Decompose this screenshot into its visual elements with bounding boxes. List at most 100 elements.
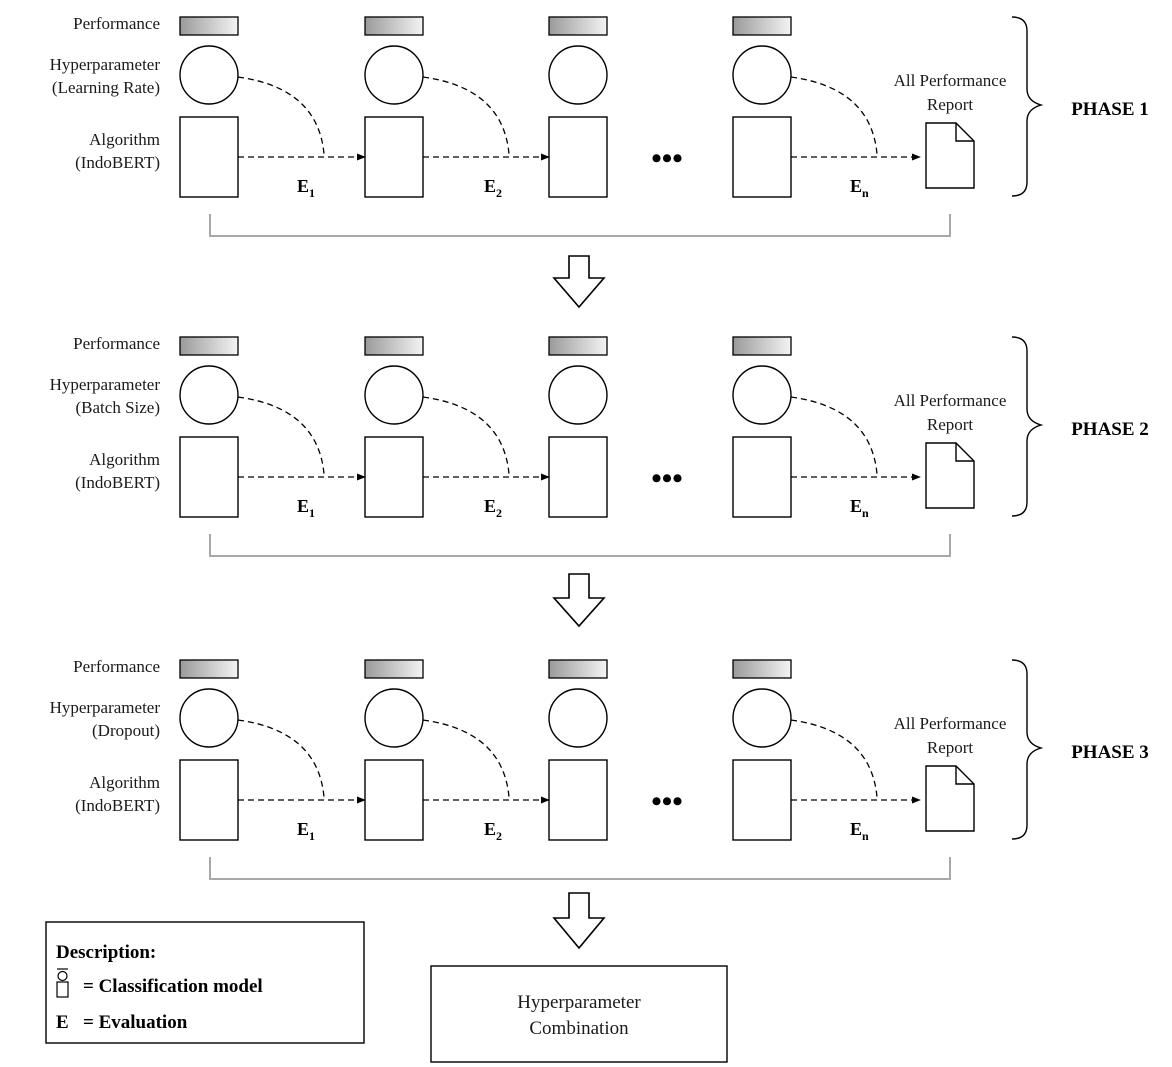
evaluation-subscript: 1 [309, 186, 315, 200]
hyperparameter-circle [179, 365, 239, 425]
evaluation-label: E1 [297, 496, 315, 520]
phase-label: PHASE 1 [1071, 99, 1149, 120]
evaluation-label: E2 [484, 496, 502, 520]
report-label-line-1: All Performance [894, 71, 1007, 90]
performance-bar [548, 659, 608, 679]
row-label-algorithm_detail: (IndoBERT) [75, 153, 160, 172]
down-arrow-icon [552, 892, 606, 950]
row-label-performance: Performance [73, 334, 160, 353]
performance-bar [732, 659, 792, 679]
phase-bottom-bracket [209, 534, 951, 557]
hyperparameter-circle [364, 45, 424, 105]
hyperparameter-feedback-curve [422, 396, 510, 475]
report-label-line-2: Report [927, 415, 974, 434]
algorithm-box [732, 759, 792, 841]
legend-item-classification-model: = Classification model [83, 976, 263, 997]
evaluation-subscript: n [862, 829, 869, 843]
evaluation-subscript: 2 [496, 506, 502, 520]
performance-bar [364, 16, 424, 36]
hyperparameter-circle [548, 45, 608, 105]
performance-bar [179, 659, 239, 679]
algorithm-box [548, 436, 608, 518]
performance-bar [548, 336, 608, 356]
algorithm-box [179, 436, 239, 518]
row-label-hyperparameter: Hyperparameter [50, 375, 161, 394]
hyperparameter-feedback-curve [790, 76, 878, 155]
evaluation-subscript: 1 [309, 506, 315, 520]
hyperparameter-circle [732, 688, 792, 748]
algorithm-box [732, 116, 792, 198]
document-icon [925, 122, 975, 189]
evaluation-label: E2 [484, 176, 502, 200]
hyperparameter-feedback-curve [237, 76, 325, 155]
hyperparameter-feedback-curve [237, 396, 325, 475]
document-fold-icon [955, 766, 974, 785]
report-label-line-2: Report [927, 95, 974, 114]
performance-bar [179, 336, 239, 356]
evaluation-symbol: E [297, 496, 309, 516]
evaluation-symbol: E [297, 819, 309, 839]
legend-item-evaluation: = Evaluation [83, 1012, 188, 1033]
performance-bar [179, 16, 239, 36]
document-icon [925, 442, 975, 509]
report-label-line-1: All Performance [894, 391, 1007, 410]
hyperparameter-feedback-curve [790, 719, 878, 798]
hyperparameter-circle [179, 45, 239, 105]
performance-bar [364, 659, 424, 679]
ellipsis: ••• [651, 142, 683, 175]
result-line-1: Hyperparameter [517, 992, 641, 1013]
performance-bar [364, 336, 424, 356]
phase-brace [1011, 659, 1044, 840]
report-label-line-2: Report [927, 738, 974, 757]
evaluation-label: En [850, 176, 869, 200]
row-label-algorithm: Algorithm [89, 773, 160, 792]
evaluation-subscript: 1 [309, 829, 315, 843]
hyperparameter-circle [548, 688, 608, 748]
performance-bar [732, 336, 792, 356]
document-fold-icon [955, 443, 974, 462]
evaluation-symbol: E [850, 496, 862, 516]
hyperparameter-feedback-curve [422, 76, 510, 155]
evaluation-symbol: E [297, 176, 309, 196]
algorithm-box [364, 116, 424, 198]
evaluation-symbol: E [850, 819, 862, 839]
classification-model-icon [56, 968, 69, 998]
down-arrow-icon [552, 573, 606, 628]
phase-bottom-bracket [209, 857, 951, 880]
algorithm-box [548, 116, 608, 198]
row-label-hyperparameter_detail: (Learning Rate) [52, 78, 160, 97]
row-label-hyperparameter_detail: (Dropout) [92, 721, 160, 740]
legend: Description: = Classification model E = … [45, 921, 365, 1044]
algorithm-box [179, 116, 239, 198]
legend-symbol-evaluation: E [56, 1012, 69, 1033]
performance-bar [548, 16, 608, 36]
row-label-performance: Performance [73, 657, 160, 676]
algorithm-box [364, 759, 424, 841]
evaluation-label: En [850, 819, 869, 843]
evaluation-symbol: E [850, 176, 862, 196]
algorithm-box [548, 759, 608, 841]
evaluation-subscript: n [862, 506, 869, 520]
evaluation-label: E2 [484, 819, 502, 843]
legend-title: Description: [56, 942, 156, 963]
hyperparameter-feedback-curve [790, 396, 878, 475]
row-label-algorithm_detail: (IndoBERT) [75, 473, 160, 492]
evaluation-label: E1 [297, 819, 315, 843]
report-label-line-1: All Performance [894, 714, 1007, 733]
phase-bottom-bracket [209, 214, 951, 237]
row-label-algorithm: Algorithm [89, 130, 160, 149]
evaluation-symbol: E [484, 496, 496, 516]
phase-brace [1011, 16, 1044, 197]
evaluation-subscript: n [862, 186, 869, 200]
phase-label: PHASE 3 [1071, 742, 1149, 763]
row-label-hyperparameter: Hyperparameter [50, 698, 161, 717]
hyperparameter-circle [364, 365, 424, 425]
evaluation-subscript: 2 [496, 186, 502, 200]
row-label-algorithm: Algorithm [89, 450, 160, 469]
row-label-algorithm_detail: (IndoBERT) [75, 796, 160, 815]
document-icon [925, 765, 975, 832]
ellipsis: ••• [651, 462, 683, 495]
